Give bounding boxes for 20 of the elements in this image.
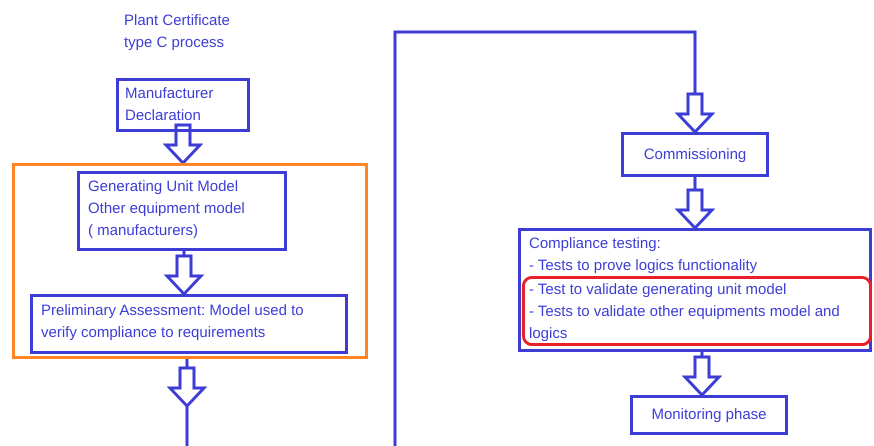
- group-frame: [12, 163, 368, 359]
- node-text: Other equipment model: [88, 199, 245, 219]
- process-box: [630, 395, 788, 435]
- node-text: ( manufacturers): [88, 221, 198, 241]
- node-text: Compliance testing:: [529, 234, 661, 254]
- process-box: [116, 78, 250, 132]
- process-box: [518, 228, 872, 352]
- node-text: Generating Unit Model: [88, 177, 238, 197]
- highlight-box: [522, 276, 872, 346]
- node-text: Manufacturer Declaration: [125, 84, 214, 126]
- process-box: [30, 294, 348, 354]
- process-box: [621, 132, 769, 177]
- node-text: - Tests to validate other equipments model and logics: [529, 302, 841, 344]
- node-text: - Tests to prove logics functionality: [529, 256, 758, 276]
- node-text: - Test to validate generating unit model: [529, 280, 786, 300]
- diagram-title: Plant Certificate type C process: [124, 11, 231, 53]
- node-text: Preliminary Assessment: Model used to verify compliance to requirements: [41, 301, 305, 343]
- node-text: Monitoring phase: [651, 405, 767, 425]
- node-text: Commissioning: [644, 144, 746, 164]
- process-box: [77, 171, 287, 251]
